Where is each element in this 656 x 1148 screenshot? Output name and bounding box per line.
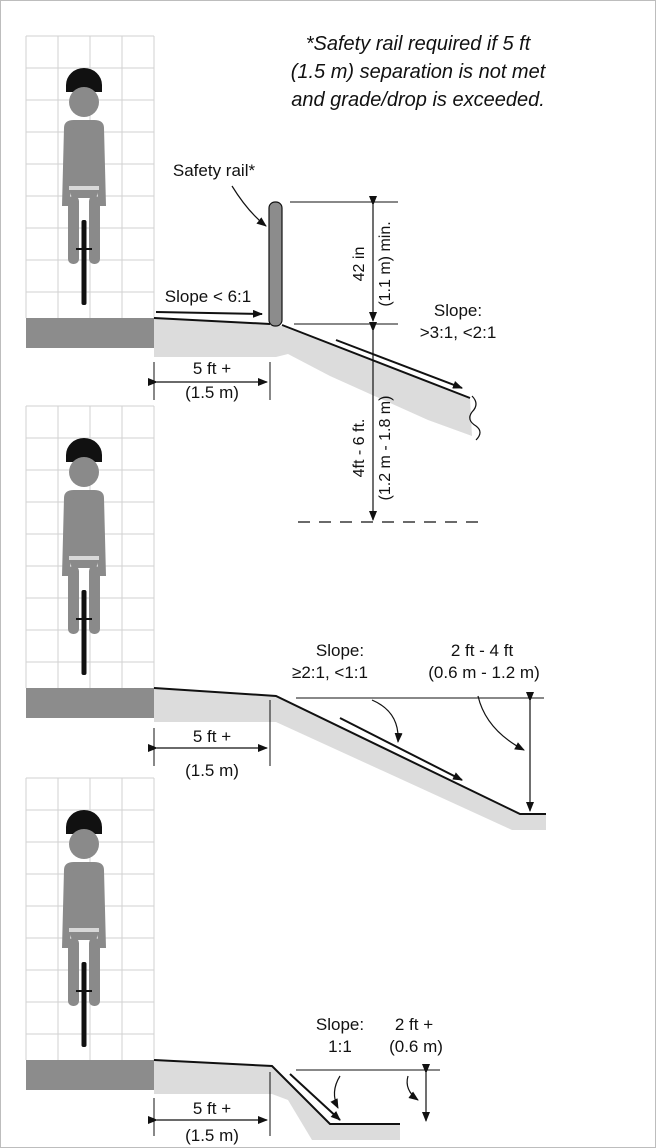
drop-m: (0.6 m - 1.2 m) (428, 663, 539, 682)
cyclist-icon (62, 810, 106, 1047)
side-slope-value: >3:1, <2:1 (420, 323, 497, 342)
bike-path-surface (26, 318, 154, 348)
side-slope-label: Slope: (434, 301, 482, 320)
rail-height-in: 42 in (351, 247, 368, 282)
drop-ft: 2 ft - 4 ft (451, 641, 514, 660)
separation-m: (1.5 m) (185, 1126, 239, 1145)
drop-ft: 2 ft + (395, 1015, 433, 1034)
safety-rail-post (268, 201, 283, 327)
side-slope-arrow (289, 1073, 341, 1121)
safety-rail-label: Safety rail* (173, 161, 256, 180)
ground-shoulder (154, 318, 276, 357)
approach-slope-arrow (155, 309, 263, 318)
ground-shoulder (154, 1060, 272, 1094)
break-line (469, 395, 481, 441)
approach-slope-label: Slope < 6:1 (165, 287, 252, 306)
side-slope-value: ≥2:1, <1:1 (292, 663, 368, 682)
cyclist-icon (62, 68, 106, 305)
note-line-3: and grade/drop is exceeded. (291, 89, 545, 111)
side-slope-label: Slope: (316, 1015, 364, 1034)
side-slope-value: 1:1 (328, 1037, 352, 1056)
ground-shoulder (154, 688, 276, 722)
bike-path-surface (26, 1060, 154, 1090)
separation-ft: 5 ft + (193, 727, 231, 746)
note-line-2: (1.5 m) separation is not met (291, 61, 547, 83)
separation-m: (1.5 m) (185, 383, 239, 402)
drop-m: (0.6 m) (389, 1037, 443, 1056)
panel-1-safety-rail (26, 185, 481, 523)
note-line-1: *Safety rail required if 5 ft (306, 33, 532, 55)
rail-height-m: (1.1 m) min. (377, 221, 394, 306)
side-slope-arrow (339, 717, 463, 781)
bike-path-surface (26, 688, 154, 718)
ground-slope (272, 1066, 400, 1140)
separation-ft: 5 ft + (193, 1099, 231, 1118)
panel-3-one-to-one-slope (26, 1059, 440, 1140)
drop-m: (1.2 m - 1.8 m) (377, 396, 394, 501)
separation-ft: 5 ft + (193, 359, 231, 378)
drop-ft: 4ft - 6 ft. (351, 419, 368, 478)
separation-m: (1.5 m) (185, 761, 239, 780)
side-slope-label: Slope: (316, 641, 364, 660)
cyclist-icon (62, 438, 106, 675)
panel-2-steep-slope (26, 687, 546, 830)
side-slope-arrow (335, 339, 463, 389)
